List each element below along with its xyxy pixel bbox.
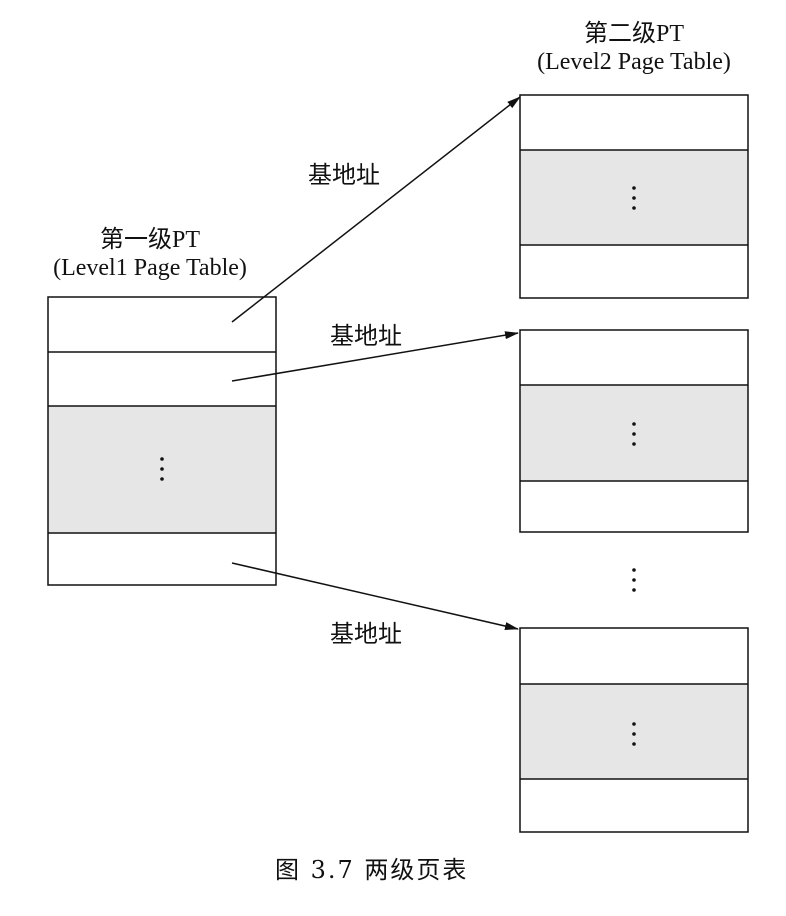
level2-table-1	[519, 94, 749, 299]
tables-ellipsis-icon	[632, 568, 636, 592]
level2-table-2	[519, 329, 749, 533]
arrow-label-1: 基地址	[308, 161, 380, 189]
level1-table	[47, 296, 277, 586]
level1-title-en: (Level1 Page Table)	[53, 255, 247, 281]
ellipsis-icon	[632, 422, 636, 446]
ellipsis-icon	[632, 186, 636, 210]
arrow-label-2: 基地址	[330, 322, 402, 350]
ellipsis-icon	[632, 722, 636, 746]
arrow-2	[231, 331, 519, 382]
level2-title: 第二级PT (Level2 Page Table)	[500, 20, 768, 76]
figure-caption: 图 3.7 两级页表	[275, 856, 469, 884]
arrow-3	[231, 562, 519, 630]
level1-title-cn: 第一级PT	[99, 227, 200, 253]
level1-title: 第一级PT (Level1 Page Table)	[0, 226, 300, 282]
level2-title-en: (Level2 Page Table)	[537, 49, 731, 75]
level2-title-cn: 第二级PT	[583, 21, 684, 47]
arrow-label-3: 基地址	[330, 620, 402, 648]
arrow-1	[231, 96, 521, 323]
level2-table-3	[519, 627, 749, 833]
ellipsis-icon	[160, 457, 164, 481]
